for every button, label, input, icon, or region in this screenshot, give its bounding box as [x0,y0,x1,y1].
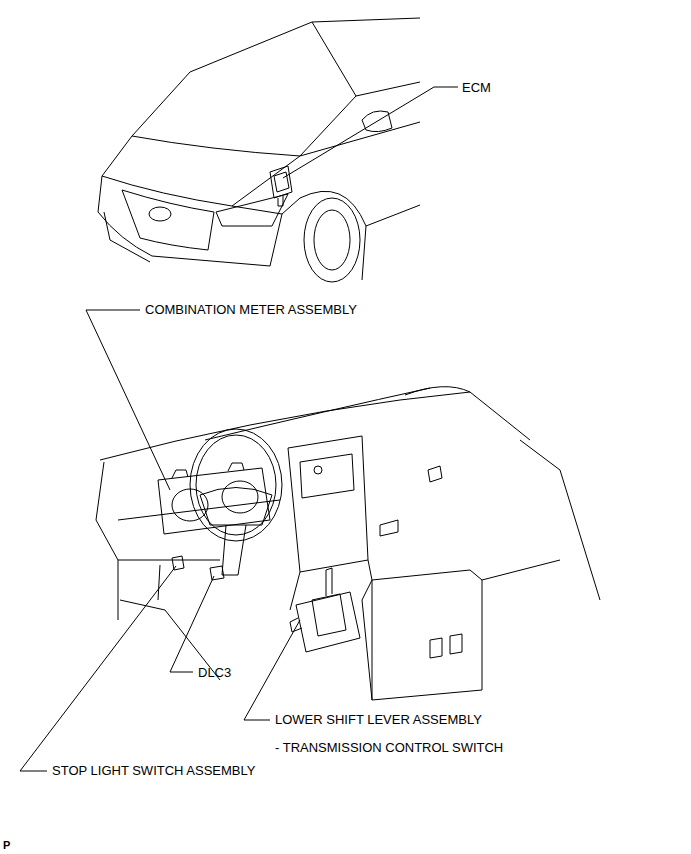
figure-code: P [3,838,10,853]
stop-light-switch [172,556,184,570]
part-name: - TRANSMISSION CONTROL SWITCH [275,740,503,755]
dlc3-connector [210,566,224,580]
ecm-unit [270,166,292,206]
interior-illustration [96,387,600,700]
part-name: LOWER SHIFT LEVER ASSEMBLY [275,712,482,727]
shift-lever [290,568,360,652]
car-illustration [98,18,420,282]
steering-wheel [190,429,282,575]
combination-meter [158,463,270,534]
part-name: STOP LIGHT SWITCH ASSEMBLY [52,763,255,778]
part-name: ECM [462,80,491,95]
rear-console [362,570,482,700]
part-name: DLC3 [198,665,231,680]
leader-lines [20,87,458,771]
center-console [288,436,442,610]
part-name: COMBINATION METER ASSEMBLY [145,302,357,317]
